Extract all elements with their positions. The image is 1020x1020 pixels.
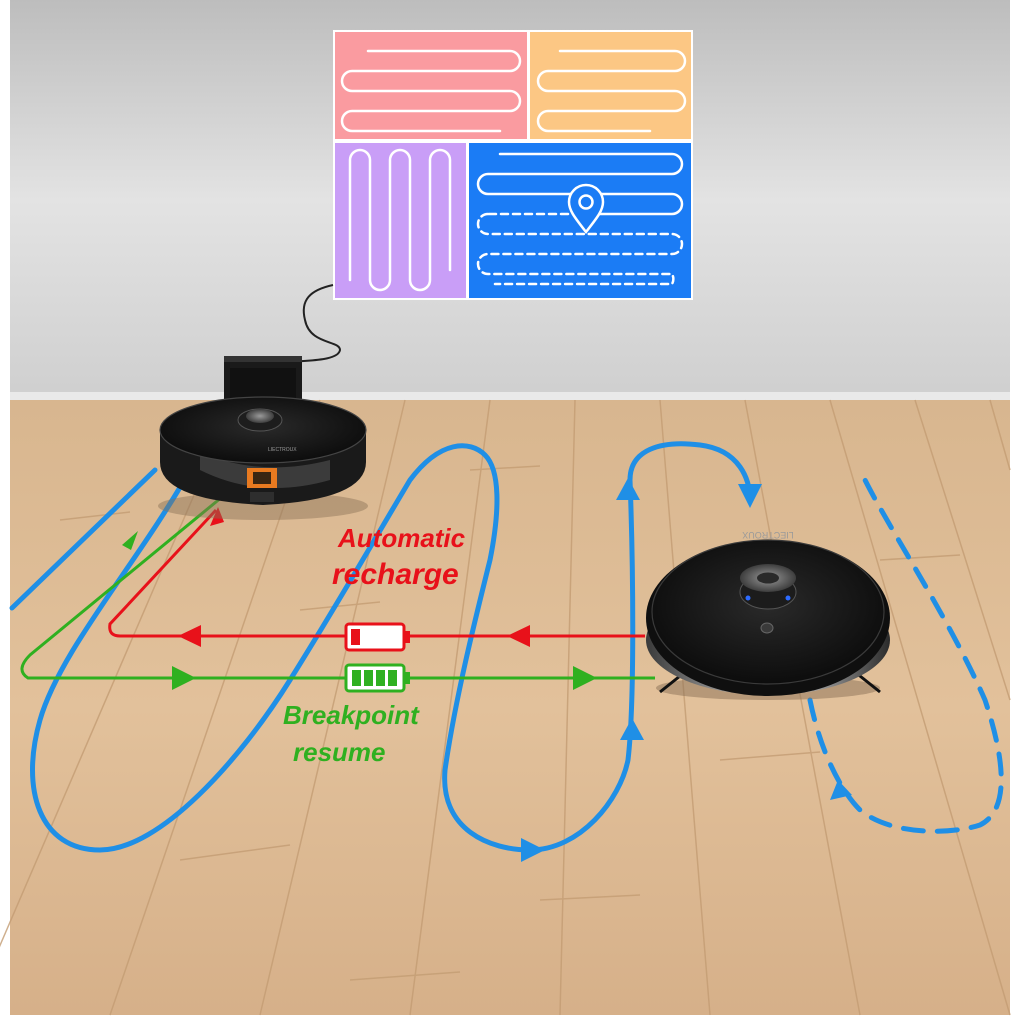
- robot-docked-brand: LIECTROUX: [268, 447, 297, 453]
- recharge-route: [108, 508, 645, 638]
- zone-2: [530, 32, 691, 139]
- resume-route: [20, 495, 655, 680]
- robot-cleaning: LIECTROUX: [646, 530, 890, 700]
- recharge-label-line2: recharge: [332, 558, 459, 591]
- floor-plank-seams: [0, 399, 1011, 1016]
- recharge-label-line1: Automatic: [338, 523, 466, 553]
- resume-label-line1: Breakpoint: [283, 700, 419, 730]
- robot-docked: LIECTROUX: [158, 396, 368, 520]
- location-pin-icon: [567, 183, 605, 235]
- zone-3: [335, 143, 466, 298]
- battery-full-icon: [344, 663, 410, 693]
- battery-low-icon: [344, 622, 410, 652]
- dock-cable: [295, 284, 342, 363]
- baseboard: [10, 392, 1010, 400]
- resume-arrows: [122, 531, 597, 690]
- zone-1: [335, 32, 527, 139]
- wood-floor: [10, 400, 1010, 1015]
- resume-label-line2: resume: [293, 737, 386, 767]
- robot-cleaning-brand: LIECTROUX: [742, 530, 794, 540]
- zone-map: [333, 30, 693, 300]
- path-arrows: [521, 478, 852, 862]
- recharge-arrows: [178, 507, 530, 647]
